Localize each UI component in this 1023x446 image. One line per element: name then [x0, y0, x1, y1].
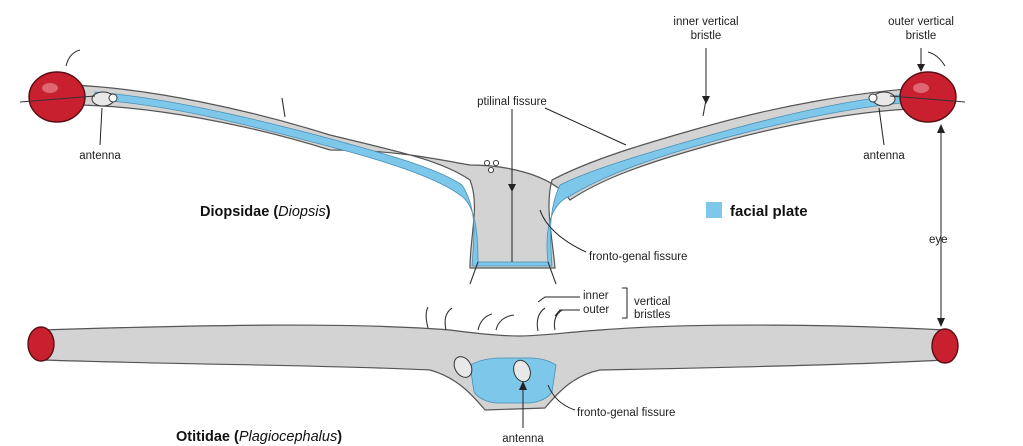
left-bristle: [281, 97, 286, 118]
vertical-bristle: [425, 306, 429, 329]
vertical-bristle: [536, 307, 546, 332]
leader-antenna-left: [99, 107, 103, 146]
vertical-bristle: [477, 313, 493, 331]
title-otitidae: Otitidae (Plagiocephalus): [176, 429, 342, 445]
arrowhead: [937, 124, 945, 133]
label-outer: outer: [583, 304, 609, 316]
vertical-bristle: [553, 309, 563, 331]
otitidae-right-eye: [931, 328, 959, 364]
arrowhead: [519, 381, 527, 390]
diopsidae-left-prong: [469, 261, 479, 285]
legend-label: facial plate: [730, 203, 808, 220]
right-eye-line: [889, 95, 966, 103]
leader-antenna-right: [878, 107, 885, 146]
label-fronto-genal-top: fronto-genal fissure: [589, 251, 687, 263]
arrowhead: [917, 64, 925, 72]
right-antenna-segment: [868, 93, 878, 103]
label-fronto-genal-bottom: fronto-genal fissure: [577, 407, 675, 419]
left-eye-line: [19, 95, 96, 103]
leader-inner-bristle: [537, 296, 580, 303]
leader-outer-bristle: [554, 309, 580, 317]
label-inner-vertical-2: bristle: [691, 30, 722, 42]
left-outer-bristle: [65, 49, 81, 67]
eye-highlight: [913, 83, 929, 93]
label-inner: inner: [583, 290, 609, 302]
eye-highlight: [42, 83, 58, 93]
bristle-bracket: [622, 287, 628, 319]
otitidae-left-antenna: [453, 356, 473, 378]
diopsidae-right-prong: [547, 261, 557, 285]
legend-swatch: [706, 202, 722, 218]
arrowhead: [937, 318, 945, 327]
diopsidae-head: [19, 49, 966, 285]
label-outer-vertical-1: outer vertical: [888, 16, 954, 28]
leader-ptilinal-side: [544, 107, 627, 146]
label-inner-vertical-1: inner vertical: [673, 16, 738, 28]
label-antenna-bottom: antenna: [502, 433, 544, 445]
leader-fronto-genal-bottom: [547, 384, 576, 411]
otitidae-right-antenna: [513, 359, 531, 383]
leader-fronto-genal-top: [539, 209, 587, 253]
vertical-bristle: [444, 307, 453, 331]
left-antenna-segment: [108, 93, 118, 103]
label-ptilinal-fissure: ptilinal fissure: [477, 96, 547, 108]
ocellus: [492, 159, 500, 167]
otitidae-left-eye: [27, 326, 55, 362]
ocellus: [487, 166, 495, 174]
otitidae-head: [27, 306, 959, 411]
right-outer-bristle: [927, 51, 946, 67]
label-bristles: bristles: [634, 309, 671, 321]
label-vertical: vertical: [634, 296, 670, 308]
vertical-bristle: [495, 314, 515, 331]
leader-lines: [99, 48, 945, 428]
label-outer-vertical-2: bristle: [906, 30, 937, 42]
label-antenna-right: antenna: [863, 150, 905, 162]
ocellus: [483, 159, 491, 167]
title-diopsidae: Diopsidae (Diopsis): [200, 204, 331, 220]
arrowhead: [508, 184, 516, 192]
arrowhead: [702, 96, 710, 104]
label-antenna-left: antenna: [79, 150, 121, 162]
otitidae-facial-plate: [469, 357, 557, 404]
legend: facial plate: [706, 202, 808, 220]
label-eye: eye: [929, 234, 948, 246]
